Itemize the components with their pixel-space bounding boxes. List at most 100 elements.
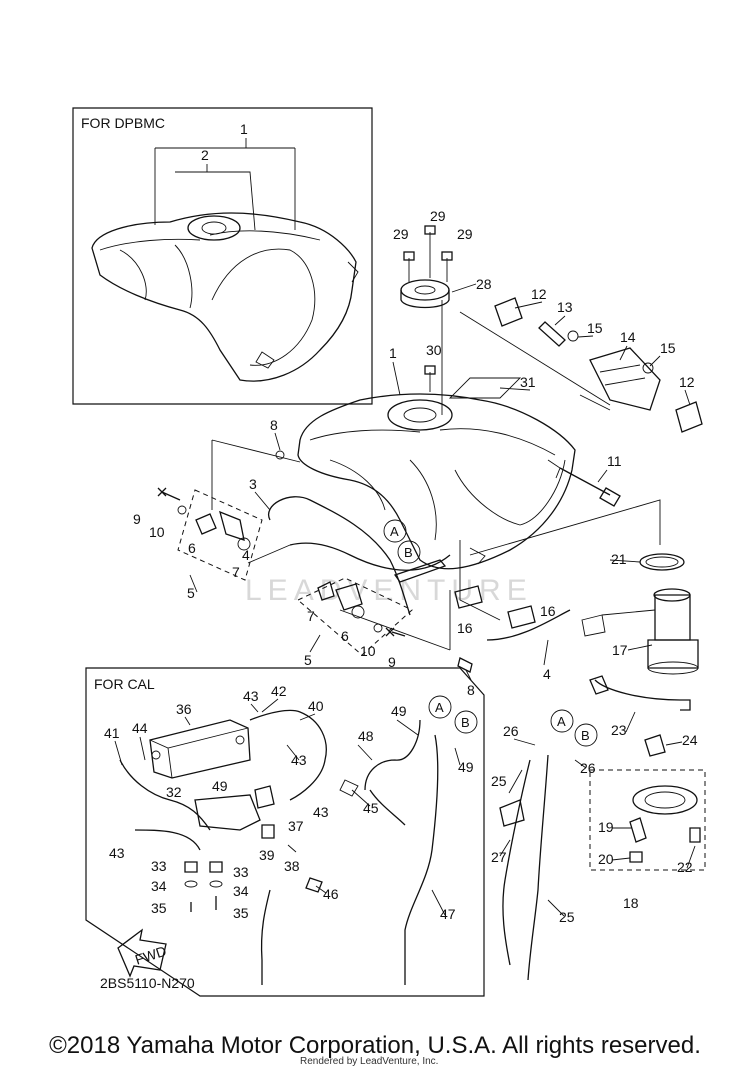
pump-bracket-assembly <box>629 785 701 863</box>
svg-text:A: A <box>390 524 399 539</box>
callout-1-top[interactable]: 1 <box>240 121 248 137</box>
callout-5[interactable]: 5 <box>304 652 312 668</box>
right-damper-group <box>317 581 406 637</box>
callout-41[interactable]: 41 <box>104 725 120 741</box>
fuel-tank <box>297 377 576 570</box>
rendered-by-notice: Rendered by LeadVenture, Inc. <box>300 1056 439 1067</box>
callout-24[interactable]: 24 <box>682 732 698 748</box>
fwd-label: FWD <box>133 943 168 968</box>
callout-38[interactable]: 38 <box>284 858 300 874</box>
callout-34[interactable]: 34 <box>151 878 167 894</box>
copyright-notice: ©2018 Yamaha Motor Corporation, U.S.A. A… <box>49 1032 701 1059</box>
callout-3[interactable]: 3 <box>249 476 257 492</box>
inset-cal-title: FOR CAL <box>94 676 155 692</box>
callout-25[interactable]: 25 <box>559 909 575 925</box>
svg-text:A: A <box>557 714 566 729</box>
callout-8[interactable]: 8 <box>270 417 278 433</box>
callout-39[interactable]: 39 <box>259 847 275 863</box>
callout-26[interactable]: 26 <box>580 760 596 776</box>
callout-22[interactable]: 22 <box>677 859 693 875</box>
callout-23[interactable]: 23 <box>611 722 627 738</box>
callout-43[interactable]: 43 <box>109 845 125 861</box>
circle-marker-b-3: B <box>574 723 598 747</box>
callout-45[interactable]: 45 <box>363 800 379 816</box>
callout-11[interactable]: 11 <box>607 453 622 469</box>
callout-10[interactable]: 10 <box>360 643 376 659</box>
callout-28[interactable]: 28 <box>476 276 492 292</box>
callout-7[interactable]: 7 <box>307 608 315 624</box>
inset-dpbmc-title: FOR DPBMC <box>81 115 165 131</box>
callout-7[interactable]: 7 <box>232 564 240 580</box>
callout-16[interactable]: 16 <box>540 603 556 619</box>
callout-2-top[interactable]: 2 <box>201 147 209 163</box>
fuel-pump-assembly <box>581 553 699 757</box>
callout-9[interactable]: 9 <box>388 654 396 670</box>
filter-bracket-assembly <box>494 297 703 433</box>
callout-43[interactable]: 43 <box>243 688 259 704</box>
callout-34[interactable]: 34 <box>233 883 249 899</box>
callout-27[interactable]: 27 <box>491 849 507 865</box>
callout-19[interactable]: 19 <box>598 819 614 835</box>
left-damper-group <box>157 450 285 551</box>
svg-text:B: B <box>404 545 413 560</box>
callout-6[interactable]: 6 <box>341 628 349 644</box>
callout-12[interactable]: 12 <box>679 374 695 390</box>
svg-text:A: A <box>435 700 444 715</box>
svg-text:B: B <box>581 728 590 743</box>
callout-40[interactable]: 40 <box>308 698 324 714</box>
callout-43[interactable]: 43 <box>313 804 329 820</box>
callout-15[interactable]: 15 <box>660 340 676 356</box>
callout-29[interactable]: 29 <box>430 208 446 224</box>
callout-33[interactable]: 33 <box>233 864 249 880</box>
callout-42[interactable]: 42 <box>271 683 287 699</box>
callout-46[interactable]: 46 <box>323 886 339 902</box>
callout-29[interactable]: 29 <box>393 226 409 242</box>
callout-33[interactable]: 33 <box>151 858 167 874</box>
callout-1[interactable]: 1 <box>389 345 397 361</box>
circle-marker-b-1: B <box>397 540 421 564</box>
callout-17[interactable]: 17 <box>612 642 628 658</box>
callout-4[interactable]: 4 <box>242 547 250 563</box>
circle-marker-a-2: A <box>428 695 452 719</box>
callout-49[interactable]: 49 <box>212 778 228 794</box>
callout-15[interactable]: 15 <box>587 320 603 336</box>
callout-48[interactable]: 48 <box>358 728 374 744</box>
diagram-code: 2BS5110-N270 <box>100 975 195 991</box>
circle-marker-a-1: A <box>383 519 407 543</box>
filler-cap-assembly <box>400 225 453 415</box>
callout-37[interactable]: 37 <box>288 818 304 834</box>
watermark-text: LEADVENTURE <box>245 574 533 607</box>
callout-29[interactable]: 29 <box>457 226 473 242</box>
callout-49[interactable]: 49 <box>391 703 407 719</box>
callout-36[interactable]: 36 <box>176 701 192 717</box>
charcoal-canister <box>149 719 251 779</box>
inset-cal: FOR CAL FWD 2BS5110-N270 <box>85 667 485 997</box>
callout-35[interactable]: 35 <box>151 900 167 916</box>
callout-25[interactable]: 25 <box>491 773 507 789</box>
callout-35[interactable]: 35 <box>233 905 249 921</box>
leader-lines <box>114 283 696 917</box>
callout-8[interactable]: 8 <box>467 682 475 698</box>
callout-16[interactable]: 16 <box>457 620 473 636</box>
callout-18[interactable]: 18 <box>623 895 639 911</box>
callout-49[interactable]: 49 <box>458 759 474 775</box>
callout-20[interactable]: 20 <box>598 851 614 867</box>
fwd-arrow-icon: FWD <box>117 928 168 978</box>
callout-13[interactable]: 13 <box>557 299 573 315</box>
callout-4[interactable]: 4 <box>543 666 551 682</box>
callout-9[interactable]: 9 <box>133 511 141 527</box>
callout-44[interactable]: 44 <box>132 720 148 736</box>
callout-26[interactable]: 26 <box>503 723 519 739</box>
callout-6[interactable]: 6 <box>188 540 196 556</box>
callout-5[interactable]: 5 <box>187 585 195 601</box>
callout-14[interactable]: 14 <box>620 329 636 345</box>
callout-31[interactable]: 31 <box>520 374 536 390</box>
callout-30[interactable]: 30 <box>426 342 442 358</box>
callout-47[interactable]: 47 <box>440 906 456 922</box>
fuel-tank-dpbmc <box>91 212 359 382</box>
callout-21[interactable]: 21 <box>611 551 627 567</box>
callout-10[interactable]: 10 <box>149 524 165 540</box>
callout-32[interactable]: 32 <box>166 784 182 800</box>
callout-12[interactable]: 12 <box>531 286 547 302</box>
